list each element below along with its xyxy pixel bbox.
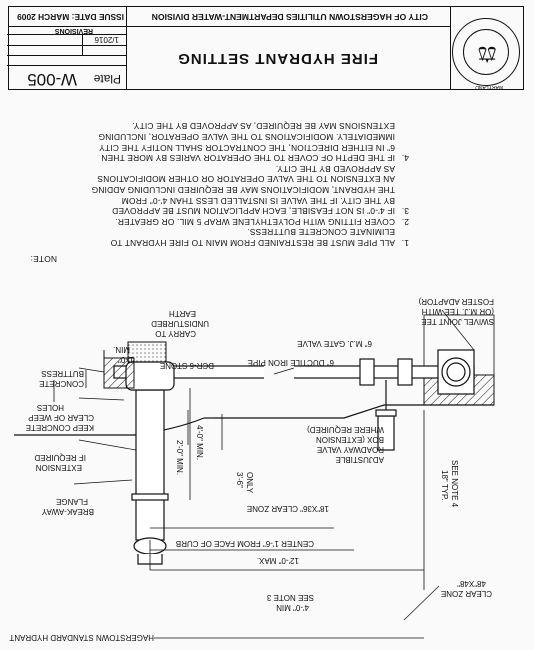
gate-valve-label: 6" M.J. GATE VALVE — [297, 339, 372, 348]
note-number: 4. — [401, 153, 409, 164]
clear-zone-48-1: CLEAR ZONE — [440, 589, 492, 598]
note-text: COVER FITTING WITH POLYETHYLENE WRAP 5 M… — [115, 216, 395, 227]
hydrant-detail-drawing — [14, 309, 495, 639]
center-curb-label: CENTER 1'-6" FROM FACE OF CURB — [175, 539, 314, 548]
note-text: IF THE DEPTH OF COVER TO THE OPERATOR VA… — [101, 153, 395, 164]
divider — [7, 65, 127, 66]
seal-emblem-icon: ⚖ — [477, 42, 497, 67]
note-text: ELIMINATE CONCRETE BUTTRESS. — [247, 227, 395, 238]
note-line: 1. ALL PIPE MUST BE RESTRAINED FROM MAIN … — [110, 237, 409, 248]
clear-zone-48-2: 48"x48" — [457, 579, 486, 588]
divider — [125, 7, 127, 89]
hydrant-barrel — [125, 361, 175, 565]
note-text: THE HYDRANT, MODIFICATIONS MAY BE REQUIR… — [91, 185, 395, 195]
dim-1-0-a: 1'-0" — [118, 355, 134, 364]
note-number: 3. — [401, 206, 409, 217]
note-text: AS APPROVED BY THE CITY. — [275, 163, 395, 174]
note-number: 1. — [401, 238, 409, 248]
note-text: IMMEDIATELY. MODIFICATIONS TO THE VALVE … — [98, 132, 395, 142]
note-text: IF 4'-0" IS NOT FEASIBLE, EACH APPLICATI… — [111, 206, 395, 217]
dim-1-0-b: MIN. — [113, 345, 130, 354]
note-line: AN EXTENSION TO THE VALVE OPERATOR OR OT… — [97, 174, 409, 185]
plate-number: W-005 — [27, 70, 77, 89]
agency-name: CITY OF HAGERSTOWN UTILITIES DEPARTMENT-… — [151, 12, 428, 22]
weep-2: CLEAR OF WEEP — [28, 413, 94, 422]
see-note-4-2: SEE NOTE 4 — [450, 460, 459, 508]
min-depth-label-1: 4'-0" MIN — [276, 603, 309, 612]
swivel-tee-1: SWIVEL JOINT TEE — [421, 317, 494, 326]
note-number: 2. — [401, 216, 409, 227]
weep-3: HOLES — [36, 403, 64, 412]
ductile-pipe-label: 6" DUCTILE IRON PIPE — [247, 358, 334, 367]
leader-lines — [73, 309, 475, 639]
note-line: EXTENSIONS MAY BE REQUIRED, AS APPROVED … — [132, 121, 409, 132]
note-line: ELIMINATE CONCRETE BUTTRESS. — [247, 227, 409, 238]
revisions-label: REVISIONS — [54, 27, 93, 34]
divider — [449, 7, 451, 89]
roadway-box-1: ADJUSTIBLE — [335, 455, 384, 464]
carry-earth-1: CARRY TO — [155, 329, 196, 338]
seal-text-top: MARYLAND — [475, 84, 503, 90]
gate-valve — [359, 358, 413, 451]
swivel-tee-2: (OR M.J. TEE WITH — [421, 307, 494, 316]
note-text: EXTENSIONS MAY BE REQUIRED, AS APPROVED … — [132, 121, 395, 132]
revision-date: 1/2016 — [94, 35, 119, 44]
note-line: 3. IF 4'-0" IS NOT FEASIBLE, EACH APPLICA… — [111, 206, 409, 217]
max-12-label: 12'-0" MAX. — [256, 556, 299, 565]
dimension-lines — [53, 370, 425, 590]
divider — [82, 34, 83, 56]
note-line: IMMEDIATELY. MODIFICATIONS TO THE VALVE … — [98, 131, 409, 142]
plate-label: Plate — [93, 72, 121, 86]
note-line: AS APPROVED BY THE CITY. — [276, 163, 409, 174]
note-text: 6" IN EITHER DIRECTION, THE CONTRACTOR S… — [98, 142, 395, 153]
breakaway-1: BREAK-AWAY — [41, 507, 94, 516]
stone-label: DCR-6 STONE — [159, 361, 214, 370]
issue-date: ISSUE DATE: MARCH 2009 — [17, 12, 124, 22]
note-line: 6" IN EITHER DIRECTION, THE CONTRACTOR S… — [99, 142, 409, 153]
carry-earth-3: EARTH — [169, 309, 196, 318]
drawing-title: FIRE HYDRANT SETTING — [177, 50, 378, 67]
title-block: ⚖ MARYLAND CITY OF HAGERSTOWN UTILITIES … — [7, 6, 524, 90]
buttress-2: BUTTRESS — [41, 369, 84, 378]
note-line: BY THE CITY. IF THE VALVE IS INSTALLED L… — [122, 195, 409, 206]
city-seal: ⚖ — [452, 18, 520, 86]
note-text: BY THE CITY. IF THE VALVE IS INSTALLED L… — [121, 195, 395, 206]
divider — [7, 55, 127, 56]
main-pipe — [113, 364, 475, 380]
note-text: AN EXTENSION TO THE VALVE OPERATOR OR OT… — [97, 174, 395, 185]
min-depth-label-2: SEE NOTE 3 — [266, 593, 314, 602]
see-note-4-1: 18" TYP. — [440, 470, 449, 501]
dim-3-6-b: ONLY — [245, 472, 254, 494]
breakaway-2: FLANGE — [55, 497, 88, 506]
weep-1: KEEP CONCRETE — [25, 423, 94, 432]
dim-3-6-a: 3'-6" — [235, 472, 244, 488]
extension-1: EXTENSION — [35, 463, 82, 472]
concrete-buttress — [103, 341, 167, 389]
roadway-box-2: ROADWAY VALVE — [316, 445, 384, 454]
dim-2-0-min: 2'-0" MIN. — [175, 440, 184, 476]
note-line: 2. COVER FITTING WITH POLYETHYLENE WRAP 5… — [115, 216, 409, 227]
clear-zone-18-label: 18"x36" CLEAR ZONE — [246, 504, 329, 513]
swivel-tee — [437, 349, 475, 395]
hydrant-label: HAGERSTOWN STANDARD HYDRANT — [9, 633, 154, 642]
divider — [7, 45, 127, 46]
note-line: 4. IF THE DEPTH OF COVER TO THE OPERATOR … — [101, 153, 409, 164]
note-text: ALL PIPE MUST BE RESTRAINED FROM MAIN TO… — [110, 238, 395, 248]
roadway-box-3: BOX (EXTENSION — [315, 435, 384, 444]
swivel-tee-3: FOSTER ADAPTOR) — [418, 297, 494, 306]
dim-4-0-min: 4'-0" MIN. — [195, 425, 204, 461]
carry-earth-2: UNDISTURBED — [151, 319, 209, 328]
buttress-1: CONCRETE — [39, 379, 84, 388]
roadway-box-4: WHERE REQUIRED) — [307, 425, 384, 434]
extension-2: IF REQUIRED — [34, 453, 86, 462]
note-line: THE HYDRANT, MODIFICATIONS MAY BE REQUIR… — [91, 184, 409, 195]
